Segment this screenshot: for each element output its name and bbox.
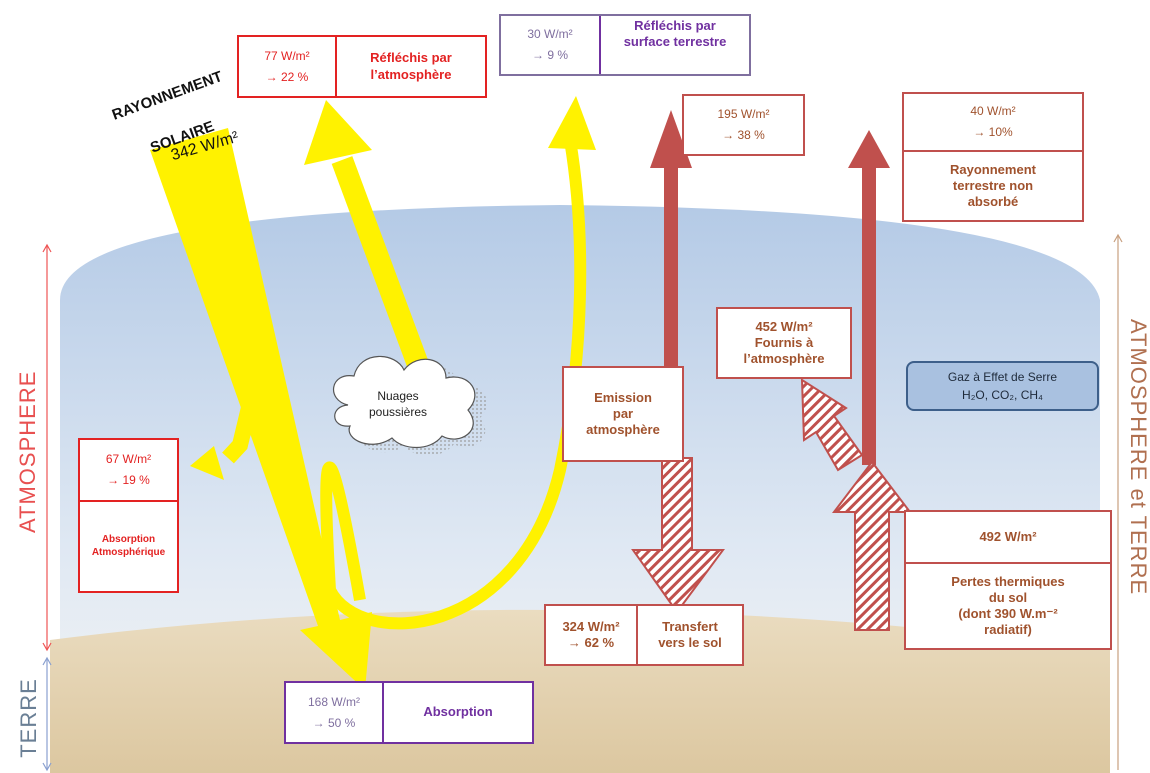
greenhouse-gas-title: Gaz à Effet de Serre [947, 369, 1058, 384]
terrestrial-radiation-arrow-head [848, 130, 890, 168]
atmosphere-range-arrow [42, 243, 52, 652]
ground-thermal-loss-box: 492 W/m² Pertes thermiques du sol (dont … [904, 510, 1112, 650]
atmosphere-earth-range-arrow [1113, 233, 1123, 770]
terrestrial-unabsorbed-value: 40 W/m² [970, 104, 1016, 118]
ground-thermal-loss-label: Pertes thermiques du sol (dont 390 W.m⁻²… [951, 573, 1065, 638]
atmospheric-absorption-percent: → 19 % [107, 473, 150, 487]
reflected-atmosphere-values: 77 W/m² → 22 % [239, 37, 337, 96]
ground-thermal-loss-arrow [831, 460, 913, 631]
transfer-ground-label: Transfert vers le sol [658, 618, 722, 650]
ground-absorption-box: 168 W/m² → 50 % Absorption [284, 681, 534, 744]
ground-absorption-values: 168 W/m² → 50 % [286, 683, 384, 742]
terrestrial-radiation-arrow [862, 165, 876, 465]
supplied-to-atmosphere-arrow [800, 378, 864, 472]
earth-range-arrow [42, 656, 52, 772]
solar-incoming-arrow [150, 128, 372, 690]
emission-space-box: 195 W/m² → 38 % [682, 94, 805, 156]
transfer-to-ground-arrow [631, 457, 725, 614]
supplied-atmosphere-label: 452 W/m² Fournis à l’atmosphère [743, 318, 825, 367]
reflected-surface-values: 30 W/m² → 9 % [501, 16, 601, 74]
reflected-atmosphere-label: Réfléchis par l’atmosphère [370, 50, 452, 82]
atmospheric-absorption-box: 67 W/m² → 19 % Absorption Atmosphérique [78, 438, 179, 593]
ground-absorption-label: Absorption [423, 704, 493, 720]
transfer-ground-box: 324 W/m² → 62 % Transfert vers le sol [544, 604, 744, 666]
atmosphere-side-label: ATMOSPHERE [15, 370, 40, 533]
greenhouse-gas-formulas: H₂O, CO₂, CH₄ [962, 387, 1043, 402]
emission-space-values: 195 W/m² → 38 % [684, 96, 803, 154]
atmosphere-earth-side-label: ATMOSPHERE et TERRE [1126, 319, 1150, 596]
terrestrial-unabsorbed-percent: → 10% [973, 125, 1013, 139]
atmospheric-absorption-values: 67 W/m² → 19 % [80, 440, 177, 502]
terrestrial-unabsorbed-label: Rayonnement terrestre non absorbé [950, 161, 1036, 210]
ground-absorption-percent: → 50 % [312, 715, 356, 730]
reflected-surface-box: 30 W/m² → 9 % Réfléchis par surface terr… [499, 14, 751, 76]
emission-to-space-arrow [664, 165, 678, 375]
reflected-surface-value: 30 W/m² [527, 27, 573, 41]
reflected-surface-percent: → 9 % [531, 48, 568, 62]
reflected-atmosphere-percent: → 22 % [265, 69, 309, 84]
atmosphere-emission-box: Emission par atmosphère [562, 366, 684, 462]
terrestrial-unabsorbed-values: 40 W/m² → 10% [904, 94, 1082, 152]
greenhouse-gas-content: Gaz à Effet de Serre H₂O, CO₂, CH₄ [908, 363, 1097, 409]
transfer-ground-value: 324 W/m² → 62 % [546, 606, 638, 664]
reflected-surface-label: Réfléchis par surface terrestre [623, 18, 727, 50]
ground-thermal-loss-value: 492 W/m² [906, 512, 1110, 564]
reflected-atmosphere-arrow-head [304, 100, 372, 165]
terrestrial-unabsorbed-box: 40 W/m² → 10% Rayonnement terrestre non … [902, 92, 1084, 222]
supplied-atmosphere-box: 452 W/m² Fournis à l’atmosphère [716, 307, 852, 379]
clouds-label: Nuages poussières [368, 389, 428, 419]
reflected-atmosphere-box: 77 W/m² → 22 % Réfléchis par l’atmosphèr… [237, 35, 487, 98]
reflected-surface-arrow [320, 139, 587, 630]
ground-absorption-value: 168 W/m² [307, 694, 360, 709]
emission-to-space-arrow-head [650, 110, 692, 168]
atmosphere-emission-label: Emission par atmosphère [586, 389, 660, 438]
greenhouse-gas-badge: Gaz à Effet de Serre H₂O, CO₂, CH₄ [906, 361, 1099, 411]
atmospheric-absorption-value: 67 W/m² [105, 452, 152, 466]
atmospheric-absorption-arrow-head [190, 446, 224, 480]
atmospheric-absorption-label: Absorption Atmosphérique [91, 534, 166, 558]
reflected-atmosphere-arrow [331, 156, 431, 374]
emission-space-percent: → 38 % [722, 128, 765, 142]
earth-side-label: TERRE [16, 678, 41, 758]
emission-space-value: 195 W/m² [717, 107, 770, 121]
reflected-surface-arrow-head [548, 96, 596, 150]
reflected-atmosphere-value: 77 W/m² [264, 48, 310, 63]
cloud-shape [332, 355, 487, 456]
